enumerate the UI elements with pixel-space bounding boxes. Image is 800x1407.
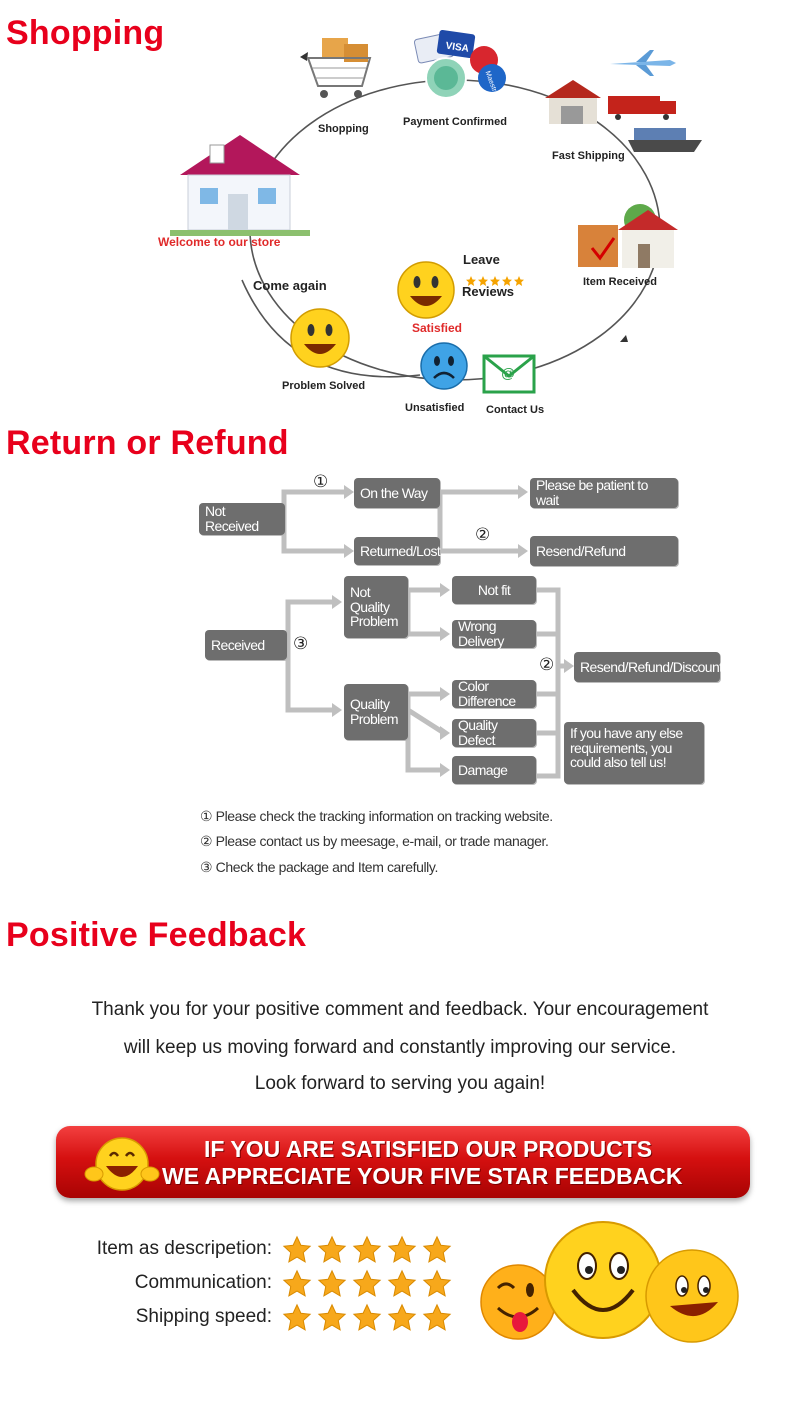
unsatisfied-face-icon [420,342,468,390]
flow-color-difference: Color Difference [452,679,536,708]
step-number-3: ③ [293,634,309,653]
flow-not-quality-problem: Not Quality Problem [344,576,408,638]
rating-label-communication: Communication: [134,1272,272,1293]
label-payment-confirmed: Payment Confirmed [403,116,507,128]
smiley-faces-group [480,1221,739,1343]
item-received-icon [578,204,678,268]
refund-note-2: ② Please contact us by meesage, e-mail, … [200,833,549,849]
airplane-icon [610,50,676,76]
label-reviews: Reviews [462,284,515,299]
five-star-banner [56,1126,750,1198]
refund-note-3: ③ Check the package and Item carefully. [200,859,438,875]
flow-wrong-delivery: Wrong Delivery [452,619,536,648]
flow-received: Received [205,630,287,660]
label-come-again: Come again [253,278,327,293]
shopping-cart-icon [306,38,372,98]
label-problem-solved: Problem Solved [282,380,366,392]
flow-not-received: Not Received [199,503,285,535]
label-item-received: Item Received [583,276,657,288]
label-fast-shipping: Fast Shipping [552,150,625,162]
section-title-shopping: Shopping [6,14,165,52]
star-icon [387,1269,417,1297]
rating-label-item-description: Item as descripetion: [96,1238,272,1259]
star-icon [352,1235,382,1263]
flow-not-fit: Not fit [452,576,536,604]
star-icon [387,1235,417,1263]
star-icon [422,1235,452,1263]
big-smiley-icon [544,1221,662,1339]
rating-label-shipping-speed: Shipping speed: [135,1306,272,1327]
warehouse-icon [545,80,601,124]
rating-stars-shipping-speed [282,1303,452,1333]
section-title-positive-feedback: Positive Feedback [6,916,307,954]
label-welcome: Welcome to our store [158,235,281,249]
feedback-text-line-2: will keep us moving forward and constant… [123,1037,677,1058]
rating-stars-item-description [282,1235,452,1265]
step-number-2b: ② [539,655,555,674]
store-house-icon [170,135,310,236]
star-icon [282,1269,312,1297]
star-icon [387,1303,417,1331]
banner-text-line-1: IF YOU ARE SATISFIED OUR PRODUCTS [204,1136,653,1162]
refund-flow-connectors [281,485,600,779]
star-icon [317,1303,347,1331]
satisfied-smiley-icon [397,261,455,319]
flow-resend-refund-discount: Resend/Refund/Discount [574,652,723,682]
flow-quality-problem: Quality Problem [344,684,408,740]
label-leave: Leave [463,252,500,267]
grinning-smiley-icon [645,1249,739,1343]
feedback-text-line-3: Look forward to serving you again! [254,1073,546,1094]
shopping-cycle-diagram: VISA Maestro [170,30,702,394]
laughing-smiley-icon [84,1137,160,1191]
tongue-smiley-icon [480,1264,556,1340]
refund-note-1: ① Please check the tracking information … [200,808,553,824]
ship-icon [628,128,702,152]
flow-quality-defect: Quality Defect [452,718,536,747]
star-icon [317,1269,347,1297]
flow-returned-lost: Returned/Lost [354,537,441,565]
step-number-1: ① [313,472,329,491]
svg-text:@: @ [501,365,515,381]
step-number-2: ② [475,525,491,544]
flow-resend-refund: Resend/Refund [530,536,678,566]
star-icon [317,1235,347,1263]
star-icon [422,1269,452,1297]
star-icon [352,1303,382,1331]
rating-stars-communication [282,1269,452,1299]
star-icon [282,1303,312,1331]
section-title-return-refund: Return or Refund [6,424,289,462]
star-icon [352,1269,382,1297]
banner-text-line-2: WE APPRECIATE YOUR FIVE STAR FEEDBACK [162,1163,683,1189]
star-icon [422,1303,452,1331]
label-shopping: Shopping [318,123,369,135]
flow-on-the-way: On the Way [354,478,440,508]
review-stars-icon [466,276,524,286]
svg-text:VISA: VISA [445,41,470,55]
star-icon [282,1235,312,1263]
flow-damage: Damage [452,756,536,784]
truck-icon [608,96,676,120]
label-unsatisfied: Unsatisfied [405,402,465,414]
payment-cards-icon: VISA Maestro [413,30,506,99]
flow-else-requirements: If you have any else requirements, you c… [564,722,704,784]
label-contact-us: Contact Us [486,404,545,416]
flow-please-be-patient: Please be patient to wait [530,478,678,508]
problem-solved-smiley-icon [290,308,350,368]
feedback-text-line-1: Thank you for your positive comment and … [91,999,709,1020]
label-satisfied: Satisfied [412,321,463,335]
contact-envelope-icon: @ [482,354,536,394]
